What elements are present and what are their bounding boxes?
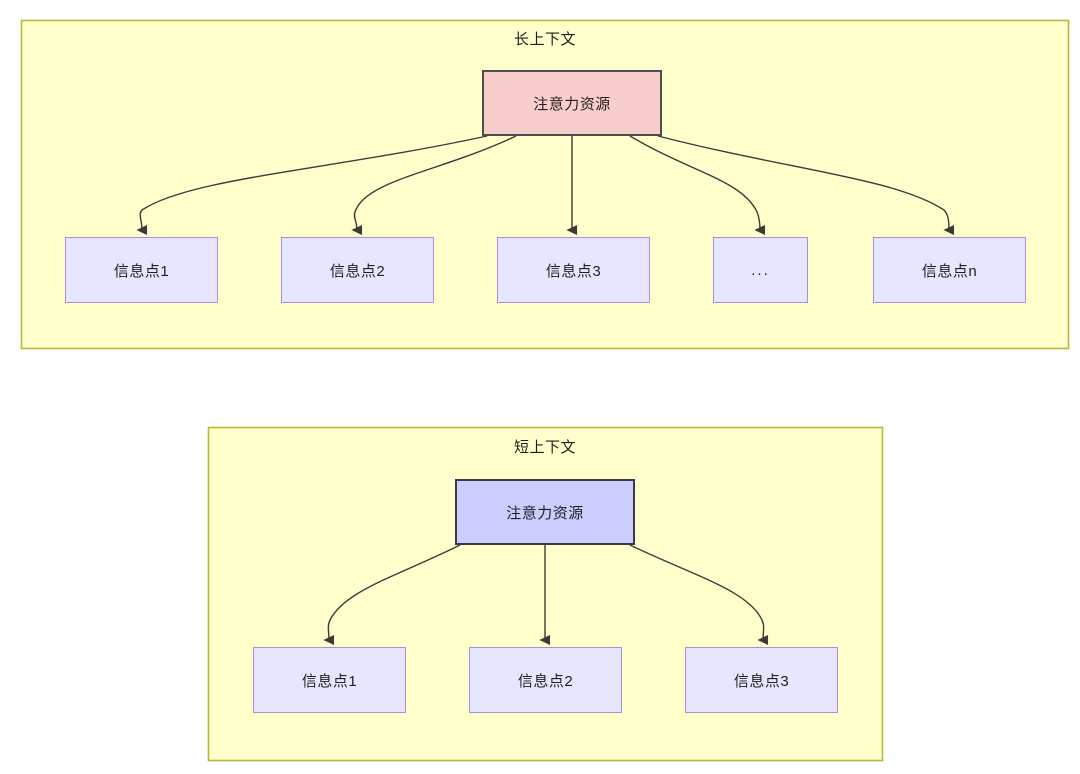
- attention-resource-node-short-context[interactable]: 注意力资源: [455, 479, 635, 545]
- panel-title-long-context: 长上下文: [513, 31, 577, 48]
- info-node-short-context-2[interactable]: 信息点2: [469, 647, 622, 713]
- edge-5: [323, 544, 461, 646]
- edge-4: [657, 135, 955, 236]
- edge-1: [351, 135, 517, 236]
- info-node-short-context-3[interactable]: 信息点3: [685, 647, 838, 713]
- info-node-long-context-3[interactable]: 信息点3: [497, 237, 650, 303]
- info-node-ellipsis-long-context[interactable]: ...: [713, 237, 808, 303]
- edge-3: [629, 135, 766, 236]
- edges-layer: [136, 135, 955, 646]
- edge-7: [629, 544, 769, 646]
- info-node-long-context-2[interactable]: 信息点2: [281, 237, 434, 303]
- info-node-long-context-5[interactable]: 信息点n: [873, 237, 1026, 303]
- attention-resource-node-long-context[interactable]: 注意力资源: [482, 70, 662, 136]
- info-node-long-context-1[interactable]: 信息点1: [65, 237, 218, 303]
- info-node-short-context-1[interactable]: 信息点1: [253, 647, 406, 713]
- edge-0: [136, 135, 488, 236]
- panel-title-short-context: 短上下文: [513, 439, 577, 456]
